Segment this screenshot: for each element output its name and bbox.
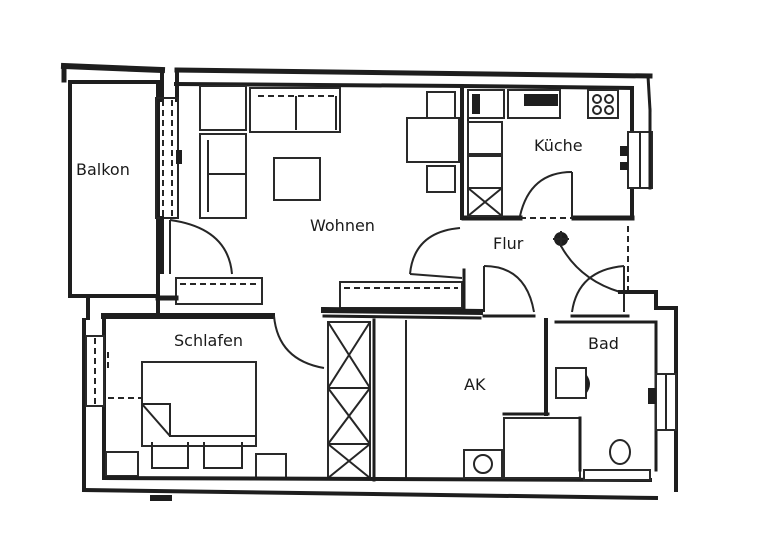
hallway-fixtures: [409, 227, 678, 318]
room-label-kueche: Küche: [534, 136, 583, 155]
living-furniture: [175, 85, 463, 309]
bathroom-fixtures: [554, 306, 678, 492]
room-label-flur: Flur: [493, 234, 524, 253]
balcony-area: [68, 80, 160, 320]
bedroom-fixtures: [82, 315, 407, 492]
exterior-walls: [60, 62, 653, 112]
room-label-wohnen: Wohnen: [310, 216, 375, 235]
interior-walls: [101, 84, 635, 320]
bottom-walls: [81, 475, 659, 501]
kitchen-fixtures: [467, 89, 653, 219]
balcony-window: [155, 97, 182, 219]
room-label-ak: AK: [464, 375, 486, 394]
room-label-bad: Bad: [588, 334, 619, 353]
room-label-balkon: Balkon: [76, 160, 130, 179]
room-label-schlafen: Schlafen: [174, 331, 243, 350]
storage-room-fixtures: [463, 318, 581, 479]
living-door: [160, 216, 233, 275]
